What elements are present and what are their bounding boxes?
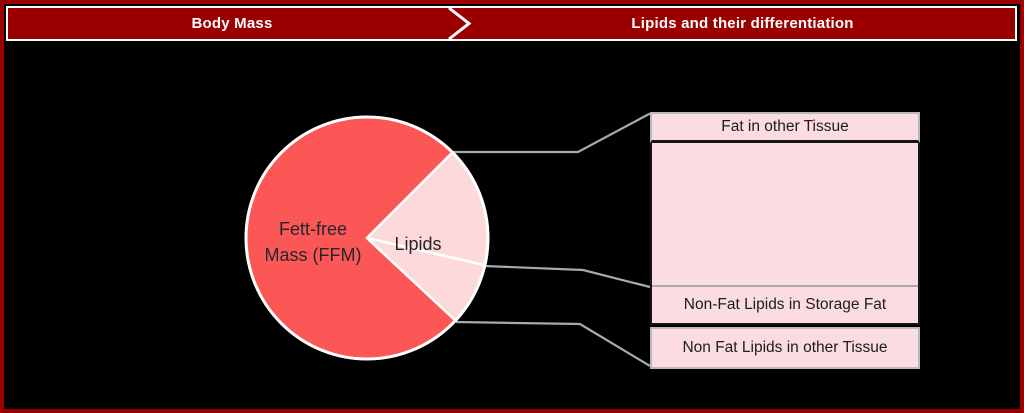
callout-box-nonfat-other-tissue: Non Fat Lipids in other Tissue [650,327,920,369]
callout-storage-label: Non-Fat Lipids in Storage Fat [683,296,887,313]
pie-outline [244,115,490,361]
chevron-stroke [448,8,472,39]
header-right-label: Lipids and their differentiation [631,15,854,32]
header-segment-lipids: Lipids and their differentiation [470,8,1015,39]
connector-line-top [452,112,651,154]
callout-top-label: Fat in other Tissue [721,118,849,135]
header-left-label: Body Mass [191,15,273,32]
ffm-label-line1: Fett-free [278,219,348,239]
connector-line-bottom [455,320,651,367]
connector-line-middle [484,264,651,289]
callout-main-empty-area [652,143,918,285]
chevron-right-icon [448,8,472,39]
lipids-slice-label: Lipids [394,234,442,254]
callout-row-storage-fat: Non-Fat Lipids in Storage Fat [652,285,918,323]
ffm-slice-label: Fett-free Mass (FFM) [238,216,388,268]
callout-bottom-label: Non Fat Lipids in other Tissue [682,339,888,356]
header-bar: Body Mass Lipids and their differentiati… [6,6,1017,41]
callout-box-fat-other-tissue: Fat in other Tissue [650,112,920,143]
header-segment-body-mass: Body Mass [8,8,456,39]
callout-box-lipids-detail: Non-Fat Lipids in Storage Fat [650,143,920,325]
ffm-label-line2: Mass (FFM) [264,245,362,265]
